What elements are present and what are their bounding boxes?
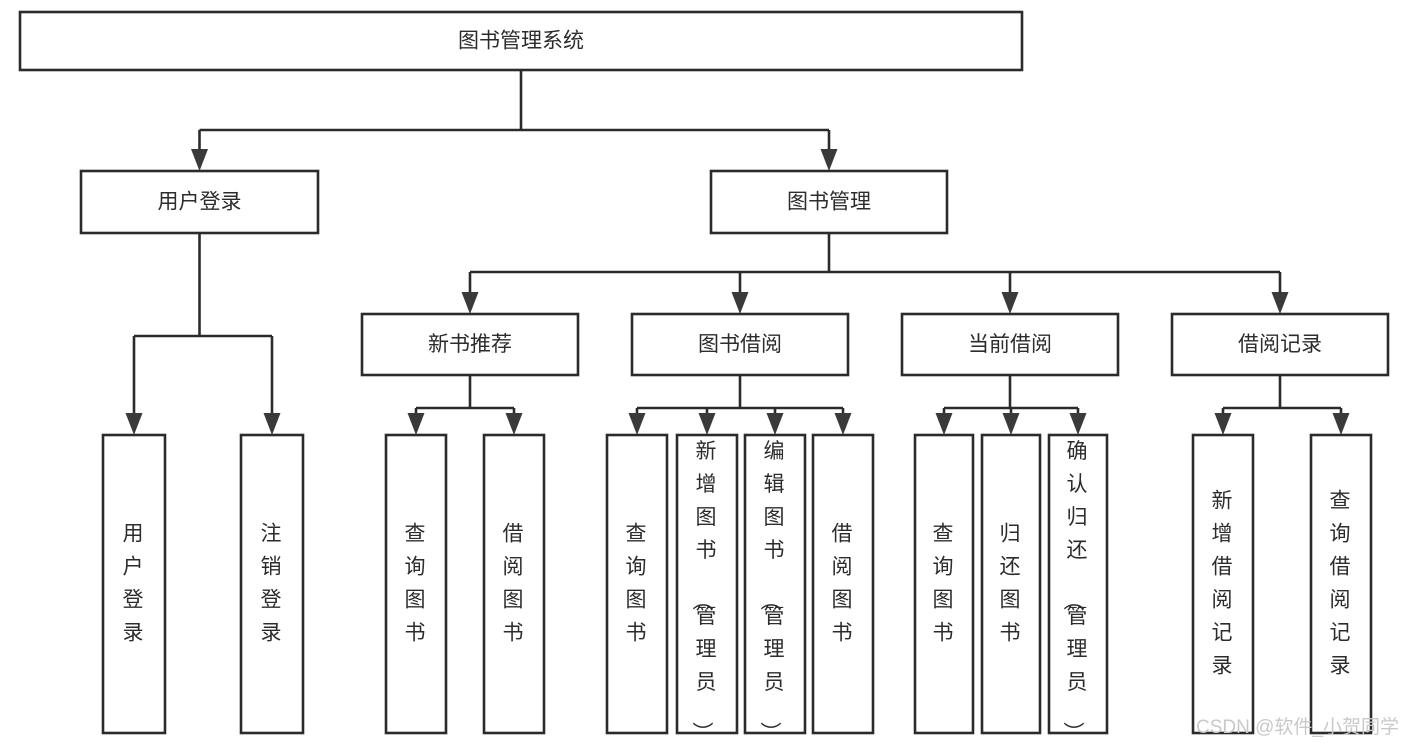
node-label-l2_c: 当前借阅 xyxy=(968,333,1052,356)
connector-group-l1_a xyxy=(125,233,281,435)
node-label-l2_b: 图书借阅 xyxy=(698,333,782,356)
node-box-l2_a[interactable] xyxy=(360,312,580,377)
node-label-leaf_13: 查询借阅记录 xyxy=(1330,489,1353,677)
node-box-l2_c[interactable] xyxy=(900,312,1120,377)
node-box-leaf_4[interactable] xyxy=(482,433,546,735)
node-label-leaf_4: 借阅图书 xyxy=(503,522,526,644)
node-leaf_6[interactable]: 新增图书（管理员） xyxy=(675,433,739,745)
node-box-leaf_5[interactable] xyxy=(605,433,669,735)
connector-group-root xyxy=(191,70,838,171)
node-box-leaf_12[interactable] xyxy=(1191,433,1255,735)
node-box-l2_b[interactable] xyxy=(630,312,850,377)
node-label-root: 图书管理系统 xyxy=(458,30,584,53)
node-box-l2_d[interactable] xyxy=(1170,312,1390,377)
node-label-leaf_5: 查询图书 xyxy=(626,522,649,644)
connector-group-l1_b xyxy=(461,233,1289,314)
connector-layer xyxy=(125,70,1350,435)
node-label-l2_a: 新书推荐 xyxy=(428,333,512,356)
node-label-leaf_12: 新增借阅记录 xyxy=(1212,489,1235,677)
node-label-leaf_10: 归还图书 xyxy=(1000,522,1023,644)
node-box-root[interactable] xyxy=(18,10,1024,72)
node-l2_b[interactable]: 图书借阅 xyxy=(630,312,850,377)
node-label-leaf_9: 查询图书 xyxy=(933,522,956,644)
node-leaf_9[interactable]: 查询图书 xyxy=(913,433,975,735)
node-leaf_8[interactable]: 借阅图书 xyxy=(811,433,875,735)
node-root[interactable]: 图书管理系统 xyxy=(18,10,1024,72)
node-leaf_11[interactable]: 确认归还（管理员） xyxy=(1047,433,1109,745)
node-leaf_5[interactable]: 查询图书 xyxy=(605,433,669,735)
node-leaf_1[interactable]: 用户登录 xyxy=(101,433,167,735)
node-box-leaf_1[interactable] xyxy=(101,433,167,735)
node-leaf_13[interactable]: 查询借阅记录 xyxy=(1309,433,1373,735)
node-leaf_2[interactable]: 注销登录 xyxy=(239,433,305,735)
node-box-leaf_3[interactable] xyxy=(384,433,448,735)
node-box-leaf_8[interactable] xyxy=(811,433,875,735)
node-leaf_12[interactable]: 新增借阅记录 xyxy=(1191,433,1255,735)
node-box-leaf_10[interactable] xyxy=(980,433,1042,735)
node-box-leaf_2[interactable] xyxy=(239,433,305,735)
node-l2_c[interactable]: 当前借阅 xyxy=(900,312,1120,377)
connector-group-l2_a xyxy=(407,375,523,435)
node-leaf_3[interactable]: 查询图书 xyxy=(384,433,448,735)
node-label-leaf_8: 借阅图书 xyxy=(832,522,855,644)
node-label-leaf_6: 新增图书（管理员） xyxy=(691,440,719,745)
node-label-l2_d: 借阅记录 xyxy=(1238,333,1322,356)
connector-group-l2_b xyxy=(628,375,852,435)
node-l1_b[interactable]: 图书管理 xyxy=(709,169,949,235)
node-box-leaf_7[interactable] xyxy=(743,433,807,735)
node-box-leaf_11[interactable] xyxy=(1047,433,1109,735)
node-leaf_4[interactable]: 借阅图书 xyxy=(482,433,546,735)
node-label-leaf_7: 编辑图书（管理员） xyxy=(759,440,787,745)
node-box-leaf_13[interactable] xyxy=(1309,433,1373,735)
node-l2_a[interactable]: 新书推荐 xyxy=(360,312,580,377)
csdn-watermark: CSDN @软件_小贺同学 xyxy=(1196,716,1399,738)
node-box-leaf_6[interactable] xyxy=(675,433,739,735)
node-label-l1_b: 图书管理 xyxy=(787,191,871,214)
node-l2_d[interactable]: 借阅记录 xyxy=(1170,312,1390,377)
connector-group-l2_c xyxy=(935,375,1087,435)
node-label-leaf_1: 用户登录 xyxy=(123,522,146,644)
node-l1_a[interactable]: 用户登录 xyxy=(79,169,320,235)
node-label-leaf_3: 查询图书 xyxy=(405,522,428,644)
node-box-leaf_9[interactable] xyxy=(913,433,975,735)
node-box-l1_b[interactable] xyxy=(709,169,949,235)
node-leaf_10[interactable]: 归还图书 xyxy=(980,433,1042,735)
node-label-l1_a: 用户登录 xyxy=(158,191,242,214)
node-box-l1_a[interactable] xyxy=(79,169,320,235)
node-leaf_7[interactable]: 编辑图书（管理员） xyxy=(743,433,807,745)
node-label-leaf_2: 注销登录 xyxy=(261,522,284,644)
node-layer: 图书管理系统用户登录图书管理新书推荐图书借阅当前借阅借阅记录用户登录注销登录查询… xyxy=(18,10,1390,745)
node-label-leaf_11: 确认归还（管理员） xyxy=(1062,440,1090,745)
watermark-layer: CSDN @软件_小贺同学 xyxy=(1196,716,1399,738)
connector-group-l2_d xyxy=(1214,375,1350,435)
